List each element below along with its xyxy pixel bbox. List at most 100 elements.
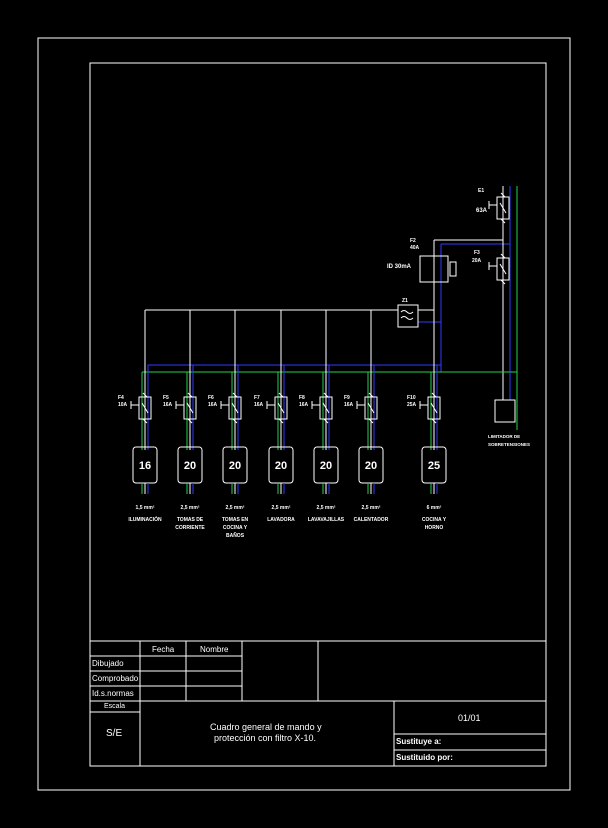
cable-section: 2,5 mm² — [181, 505, 200, 511]
breaker-f9-contact — [367, 402, 375, 414]
breaker-f7-bottom-mark — [278, 418, 284, 424]
breaker-f3-contact — [499, 263, 507, 275]
breaker-f9-bottom-mark — [368, 418, 374, 424]
breaker-e1-body — [496, 196, 510, 220]
circuit-label: CORRIENTE — [175, 525, 205, 531]
conduit-diameter: 20 — [229, 460, 241, 472]
drawing-border — [89, 62, 547, 767]
breaker-f3 — [488, 253, 510, 285]
id-label: ID 30mA — [387, 264, 412, 270]
breaker-tag: F4 — [118, 395, 124, 401]
breaker-f5 — [175, 392, 197, 424]
breaker-f9-top-mark — [368, 392, 374, 398]
breaker-f6-contact — [231, 402, 239, 414]
sustituido: Sustituido por: — [396, 753, 453, 762]
breaker-e1-contact — [499, 202, 507, 214]
breaker-f7-contact — [277, 402, 285, 414]
f3-rating: 20A — [472, 258, 482, 264]
breaker-f8-top-mark — [323, 392, 329, 398]
e1-tag: E1 — [478, 188, 484, 194]
id-body — [419, 255, 449, 283]
conduit-diameter: 16 — [139, 460, 151, 472]
title-block-grid — [90, 640, 546, 766]
circuit-label: HORNO — [425, 525, 444, 531]
e1-rating: 63A — [476, 208, 488, 214]
conduit-diameter: 20 — [184, 460, 196, 472]
breaker-f10-contact — [430, 402, 438, 414]
breaker-f3-bottom-mark — [500, 279, 506, 285]
circuit-label: TOMAS DE — [177, 517, 204, 523]
breaker-f4 — [130, 392, 152, 424]
cable-section: 2,5 mm² — [226, 505, 245, 511]
breaker-e1-bottom-mark — [500, 218, 506, 224]
breaker-f3-top-mark — [500, 253, 506, 259]
cable-section: 2,5 mm² — [362, 505, 381, 511]
breaker-f4-bottom-mark — [142, 418, 148, 424]
conduit-diameter: 20 — [320, 460, 332, 472]
breaker-rating: 16A — [254, 402, 264, 408]
conduit-diameter: 25 — [428, 460, 440, 472]
breaker-f7 — [266, 392, 288, 424]
circuit-label: LAVAVAJILLAS — [308, 517, 345, 523]
escala-label: Escala — [104, 703, 126, 710]
breaker-tag: F6 — [208, 395, 214, 401]
row-normas: Id.s.normas — [92, 689, 134, 698]
breaker-rating: 16A — [299, 402, 309, 408]
breaker-tag: F8 — [299, 395, 305, 401]
row-dibujado: Dibujado — [92, 659, 124, 668]
breaker-tag: F7 — [254, 395, 260, 401]
z1-wave — [400, 310, 414, 320]
breaker-f7-top-mark — [278, 392, 284, 398]
breaker-f6-top-mark — [232, 392, 238, 398]
breaker-rating: 16A — [163, 402, 173, 408]
circuit-label: LAVADORA — [267, 517, 295, 523]
cable-section: 2,5 mm² — [272, 505, 291, 511]
drawing-title-line1: Cuadro general de mando y — [210, 722, 322, 732]
breaker-rating: 16A — [208, 402, 218, 408]
limiter-body — [494, 399, 516, 423]
breaker-f9-body — [364, 396, 378, 420]
escala-value: S/E — [106, 728, 123, 739]
row-comprobado: Comprobado — [92, 674, 139, 683]
breaker-e1 — [488, 192, 510, 224]
wiring — [142, 186, 518, 430]
breaker-f4-contact — [141, 402, 149, 414]
circuit-label: BAÑOS — [226, 532, 245, 539]
breaker-f8-contact — [322, 402, 330, 414]
breaker-tag: F9 — [344, 395, 350, 401]
circuit-label: TOMAS EN — [222, 517, 249, 523]
circuit-label: COCINA Y — [223, 525, 248, 531]
breaker-f8-bottom-mark — [323, 418, 329, 424]
breaker-f5-bottom-mark — [187, 418, 193, 424]
breaker-f4-body — [138, 396, 152, 420]
breaker-f10-top-mark — [431, 392, 437, 398]
breaker-tag: F10 — [407, 395, 416, 401]
breaker-f5-body — [183, 396, 197, 420]
breaker-f6-bottom-mark — [232, 418, 238, 424]
breaker-f6 — [220, 392, 242, 424]
breaker-f10-body — [427, 396, 441, 420]
f2-tag: F2 — [410, 238, 416, 244]
col-nombre: Nombre — [200, 645, 229, 654]
breaker-f8 — [311, 392, 333, 424]
breaker-f10 — [419, 392, 441, 424]
breaker-e1-top-mark — [500, 192, 506, 198]
cable-section: 1,5 mm² — [136, 505, 155, 511]
id-test — [449, 261, 457, 277]
circuit-label: ILUMINACIÓN — [128, 515, 162, 523]
breaker-rating: 10A — [118, 402, 128, 408]
limiter-label-2: SOBRETENSIONES — [488, 442, 530, 447]
breaker-tag: F5 — [163, 395, 169, 401]
breaker-f6-body — [228, 396, 242, 420]
breaker-f7-body — [274, 396, 288, 420]
z1-tag: Z1 — [402, 298, 408, 304]
